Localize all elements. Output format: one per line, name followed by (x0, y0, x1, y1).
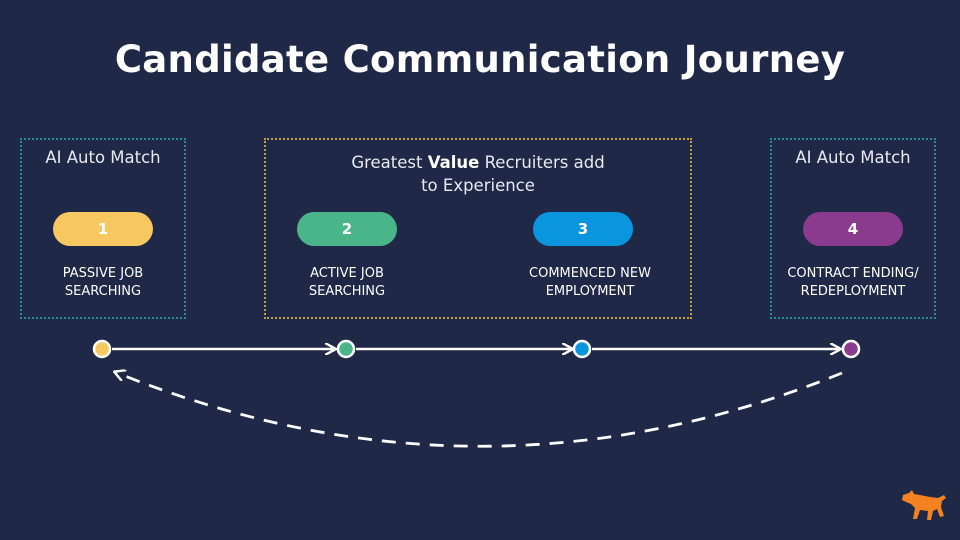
stage-1-label: PASSIVE JOB SEARCHING (13, 265, 193, 301)
greatest-value-box: Greatest Value Recruiters add to Experie… (264, 138, 692, 319)
stage-3-label-line2: EMPLOYMENT (545, 284, 635, 299)
stage-4-label-line2: REDEPLOYMENT (800, 284, 906, 299)
stage-1-badge: 1 (53, 212, 153, 246)
ai-auto-match-box-right: AI Auto Match (770, 138, 936, 319)
return-arrow-4-to-1 (115, 372, 843, 448)
box-heading-center-bold: Value (427, 153, 480, 172)
stage-3-badge: 3 (533, 212, 633, 246)
stage-3-dot (572, 339, 592, 359)
stage-4-badge: 4 (803, 212, 903, 246)
stage-1-dot (92, 339, 112, 359)
stage-4-label: CONTRACT ENDING/ REDEPLOYMENT (763, 265, 943, 301)
box-heading-center-line2: to Experience (421, 176, 535, 195)
stage-2-badge: 2 (297, 212, 397, 246)
stage-2-dot (336, 339, 356, 359)
stage-2-label: ACTIVE JOB SEARCHING (257, 265, 437, 301)
box-heading-left: AI Auto Match (45, 148, 161, 167)
stage-4-label-line1: CONTRACT ENDING/ (787, 266, 919, 281)
ai-auto-match-box-left: AI Auto Match (20, 138, 186, 319)
stage-2-label-line2: SEARCHING (308, 284, 386, 299)
stage-1-label-line1: PASSIVE JOB (62, 266, 144, 281)
stage-3-label: COMMENCED NEW EMPLOYMENT (500, 265, 680, 301)
stage-4-dot (841, 339, 861, 359)
stage-1-label-line2: SEARCHING (64, 284, 142, 299)
stage-2-label-line1: ACTIVE JOB (310, 266, 384, 281)
stage-3-label-line1: COMMENCED NEW (529, 266, 651, 281)
box-heading-center-suffix: Recruiters add (479, 153, 605, 172)
box-heading-center-prefix: Greatest (351, 153, 428, 172)
box-heading-right: AI Auto Match (795, 148, 911, 167)
page-title: Candidate Communication Journey (114, 38, 846, 81)
box-heading-center: Greatest Value Recruiters add to Experie… (266, 151, 690, 197)
bull-icon (902, 490, 946, 520)
